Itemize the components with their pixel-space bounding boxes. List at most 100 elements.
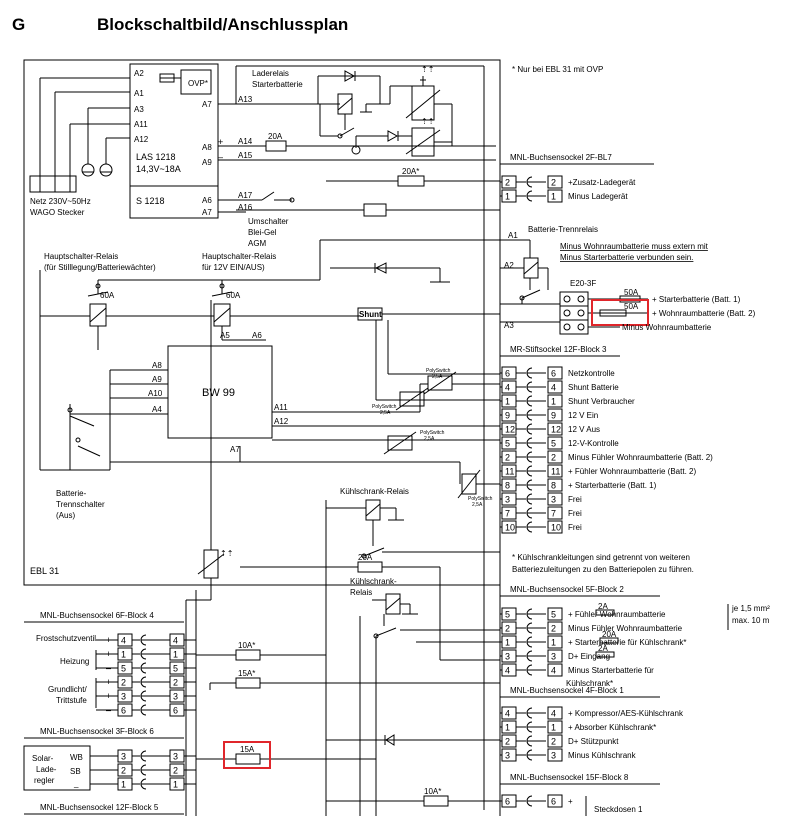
wago-plug [29,175,77,193]
svg-text:Batterie-Trennrelais: Batterie-Trennrelais [528,225,598,234]
pin-left: 3 [505,751,510,761]
svg-text:2A: 2A [598,644,608,653]
svg-text:je 1,5 mm²: je 1,5 mm² [731,604,770,613]
svg-text:A7: A7 [202,100,212,109]
svg-text:+ Wohnraumbatterie (Batt. 2): + Wohnraumbatterie (Batt. 2) [652,309,756,318]
pin-right: 3 [551,652,556,662]
svg-text:A12: A12 [134,135,149,144]
svg-text:A3: A3 [134,105,144,114]
pin-left: 1 [121,650,126,660]
pin-label: + Starterbatterie (Batt. 1) [568,481,657,490]
left-fuses: 10A* 15A* 15A 10A* [196,641,500,807]
svg-text:Blei-Gel: Blei-Gel [248,228,277,237]
pin-right: 2 [551,624,556,634]
pin-label: + Starterbatterie für Kühlschrank* [568,638,687,647]
socket-b1: MNL-Buchsensockel 4F-Block 1 [500,686,660,698]
pin-right: 4 [551,383,556,393]
batterie-trennrelais: Batterie-Trennrelais A1 A2 A3 Minus Wohn… [319,225,709,816]
svg-text:A7: A7 [230,445,240,454]
svg-text:* Kühlschrankleitungen sind ge: * Kühlschrankleitungen sind getrennt von… [512,553,690,562]
pin-right: 12 [551,425,561,435]
svg-text:50A: 50A [624,302,639,311]
svg-text:2,5A: 2,5A [380,410,391,416]
pin-right: 7 [551,509,556,519]
svg-text:A10: A10 [148,389,163,398]
svg-text:Solar-: Solar- [32,754,54,763]
pin-label: Frei [568,495,582,504]
bw99-block: BW 99 [70,345,500,462]
pin-left: 1 [505,723,510,733]
pin-left: 6 [121,706,126,716]
svg-text:A9: A9 [152,375,162,384]
svg-text:A6: A6 [252,331,262,340]
svg-text:2A: 2A [598,602,608,611]
pin-left: 1 [505,638,510,648]
svg-text:Minus Wohnraumbatterie muss ex: Minus Wohnraumbatterie muss extern mit [560,242,709,251]
svg-text:A13: A13 [238,95,253,104]
pin-right: 1 [551,638,556,648]
svg-text:A12: A12 [274,417,289,426]
svg-text:MR-Stiftsockel 12F-Block 3: MR-Stiftsockel 12F-Block 3 [510,345,607,354]
svg-text:2,5A: 2,5A [432,374,443,380]
svg-text:A16: A16 [238,203,253,212]
pin-right: 3 [173,752,178,762]
svg-text:E20-3F: E20-3F [570,279,596,288]
section-letter: G [12,15,25,34]
highlight-50a-fuse [591,299,649,326]
socket-bl7: MNL-Buchsensockel 2F-BL7 [499,153,654,240]
svg-text:Heizung: Heizung [60,657,89,666]
pin-right: 3 [173,692,178,702]
svg-text:(Aus): (Aus) [56,511,75,520]
svg-text:BW 99: BW 99 [202,387,235,399]
pin-label: 12 V Ein [568,411,598,420]
pin-label: Minus Starterbatterie für [568,666,654,675]
pin-label: + Kompressor/AES-Kühlschrank [568,709,684,718]
pin-left: 2 [505,737,510,747]
fuse-2a: 2A [595,602,615,616]
socket-b6: MNL-Buchsensockel 3F-Block 6 [24,727,184,739]
svg-text:20A: 20A [602,630,617,639]
svg-text:A8: A8 [152,361,162,370]
svg-text:Hauptschalter-Relais: Hauptschalter-Relais [44,252,118,261]
las-spec: 14,3V~18A [136,164,181,174]
svg-text:A6: A6 [202,196,212,205]
pin-right: 4 [551,709,556,719]
solar-laderegler: Solar- Lade- regler WB SB _ [23,745,91,791]
svg-text:SB: SB [70,767,81,776]
mains-label-1: Netz 230V~50Hz [30,197,91,206]
svg-text:Relais: Relais [350,588,372,597]
pin-left: 4 [505,709,510,719]
svg-text:_: _ [73,779,79,788]
svg-text:WB: WB [70,753,83,762]
pin-left: 4 [505,666,510,676]
pin-left: 5 [121,664,126,674]
svg-text:A3: A3 [504,321,514,330]
svg-text:A11: A11 [274,403,288,412]
pin-label: 12-V-Kontrolle [568,439,619,448]
pin-label: D+ Stützpunkt [568,737,619,746]
svg-text:PolySwitch: PolySwitch [468,496,493,502]
svg-text:für 12V EIN/AUS): für 12V EIN/AUS) [202,263,265,272]
socket-b5: MNL-Buchsensockel 12F-Block 5 [24,803,184,815]
svg-text:max. 10 m: max. 10 m [732,616,770,625]
pin-right: 4 [173,636,178,646]
svg-text:⇡⇡: ⇡⇡ [421,65,434,74]
pin-label: Frei [568,523,582,532]
pin-left: 2 [121,678,126,688]
pin-left: 2 [505,453,510,463]
pin-label: D+ Eingang [568,652,610,661]
pin-label: Shunt Batterie [568,383,619,392]
svg-text:Kühlschrank-: Kühlschrank- [350,577,397,586]
svg-text:MNL-Buchsensockel 2F-BL7: MNL-Buchsensockel 2F-BL7 [510,153,612,162]
pin-right: 6 [551,797,556,807]
pin-left: 3 [121,692,126,702]
s1218-label: S 1218 [136,196,165,206]
svg-text:A15: A15 [238,151,253,160]
